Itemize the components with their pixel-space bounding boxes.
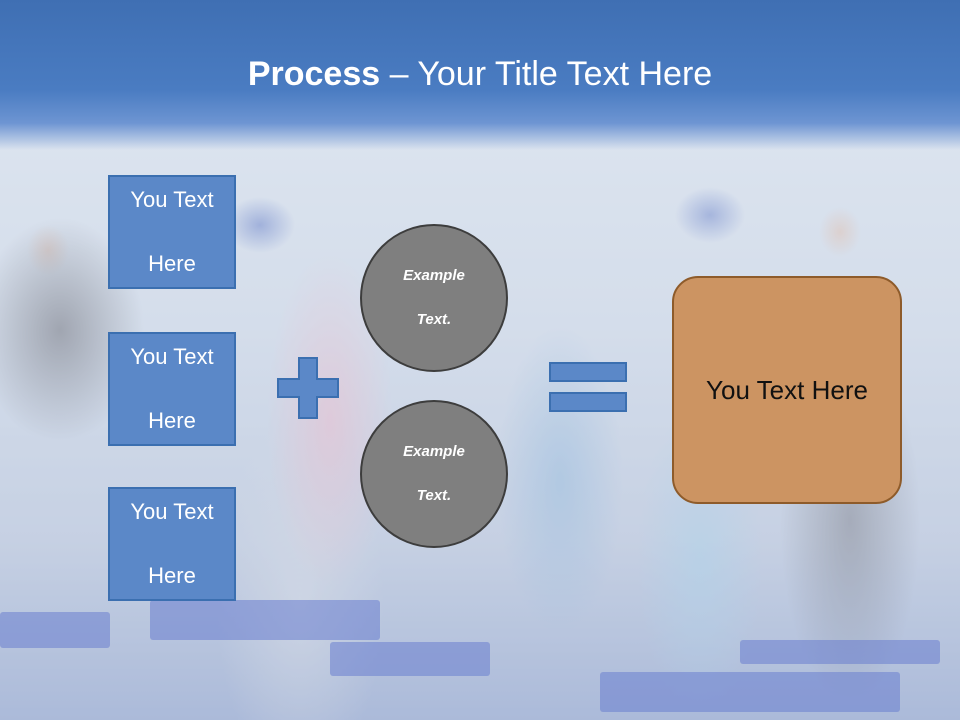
text-box-line: Here — [148, 408, 196, 433]
exercise-mat — [150, 600, 380, 640]
title-bold: Process — [247, 55, 381, 93]
circle-line: Text. — [416, 487, 452, 504]
circle-line: Example — [403, 443, 465, 460]
plus-icon — [277, 357, 339, 419]
text-box-line: Here — [148, 251, 196, 276]
title-rest: – Your Title Text Here — [380, 55, 713, 93]
text-box-line: You Text — [130, 187, 214, 212]
exercise-mat — [740, 640, 940, 664]
exercise-mat — [600, 672, 900, 712]
title-band — [0, 0, 960, 150]
circle-line: Text. — [416, 311, 452, 328]
exercise-mat — [0, 612, 110, 648]
result-box: You Text Here — [672, 276, 902, 504]
equals-icon-top-bar — [549, 362, 627, 382]
exercise-mat — [330, 642, 490, 676]
result-text: You Text Here — [706, 374, 868, 405]
text-box-line: Here — [148, 563, 196, 588]
circle-line: Example — [403, 267, 465, 284]
slide-title: Process – Your Title Text Here — [0, 52, 960, 96]
equals-icon-bottom-bar — [549, 392, 627, 412]
text-box-line: You Text — [130, 499, 214, 524]
text-box-line: You Text — [130, 344, 214, 369]
